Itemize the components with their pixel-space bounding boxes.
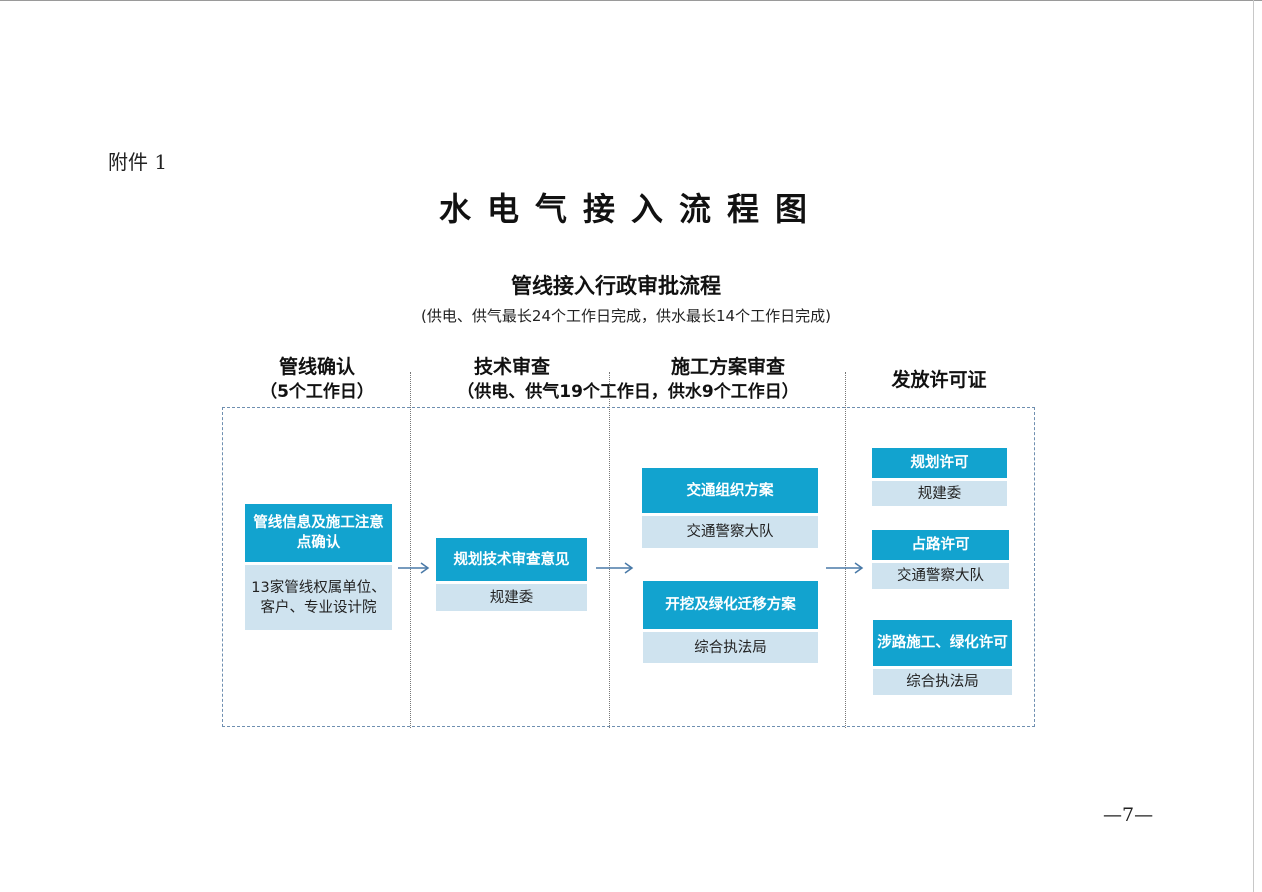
stage-title: 技术审查: [473, 356, 550, 378]
diagram-title: 管线接入行政审批流程: [511, 274, 721, 298]
process-agency: 综合执法局: [873, 669, 1012, 695]
stage-title: 发放许可证: [891, 369, 987, 391]
process-task: 开挖及绿化迁移方案: [643, 581, 818, 629]
process-task: 占路许可: [872, 530, 1009, 560]
process-box-road-greening-permit: 涉路施工、绿化许可 综合执法局: [873, 620, 1012, 695]
process-agency: 交通警察大队: [642, 516, 818, 548]
stage-title: 施工方案审查: [670, 356, 785, 378]
process-task: 规划技术审查意见: [436, 538, 587, 581]
process-agency: 规建委: [872, 481, 1007, 506]
process-box-planning-permit: 规划许可 规建委: [872, 448, 1007, 506]
process-agency: 综合执法局: [643, 632, 818, 663]
page-number: —7—: [1103, 804, 1154, 826]
process-agency: 规建委: [436, 584, 587, 611]
process-task: 涉路施工、绿化许可: [873, 620, 1012, 666]
process-task: 规划许可: [872, 448, 1007, 478]
stage-header-confirm: 管线确认 （5个工作日）: [226, 355, 408, 405]
process-agency: 交通警察大队: [872, 563, 1009, 589]
page-top-edge: [0, 0, 1262, 1]
stage-duration: （5个工作日）: [260, 382, 374, 402]
flow-arrow: [398, 562, 430, 574]
lane-divider: [609, 372, 610, 728]
process-agency: 13家管线权属单位、客户、专业设计院: [245, 565, 392, 630]
stage-header-construction-review: 施工方案审查: [612, 355, 844, 380]
process-task: 交通组织方案: [642, 468, 818, 513]
process-box-road-permit: 占路许可 交通警察大队: [872, 530, 1009, 589]
lane-divider: [410, 372, 411, 728]
process-box-planning-tech-review: 规划技术审查意见 规建委: [436, 538, 587, 611]
process-box-excavation-plan: 开挖及绿化迁移方案 综合执法局: [643, 581, 818, 663]
page-right-edge: [1253, 0, 1254, 892]
flow-arrow: [826, 562, 864, 574]
stage-header-permit: 发放许可证: [846, 368, 1032, 393]
attachment-label: 附件 1: [108, 150, 168, 174]
flow-arrow: [596, 562, 634, 574]
stage-duration-tech-construction: （供电、供气19个工作日，供水9个工作日）: [412, 380, 844, 405]
stage-header-tech-review: 技术审查: [412, 355, 612, 380]
lane-divider: [845, 372, 846, 728]
stage-duration: （供电、供气19个工作日，供水9个工作日）: [457, 382, 799, 402]
stage-title: 管线确认: [278, 356, 355, 378]
process-box-pipeline-confirm: 管线信息及施工注意点确认 13家管线权属单位、客户、专业设计院: [245, 504, 392, 630]
process-task: 管线信息及施工注意点确认: [245, 504, 392, 562]
swimlane-frame: [222, 407, 1035, 727]
document-title: 水电气接入流程图: [438, 190, 823, 228]
process-box-traffic-plan: 交通组织方案 交通警察大队: [642, 468, 818, 548]
diagram-subtitle: (供电、供气最长24个工作日完成，供水最长14个工作日完成): [421, 307, 831, 325]
